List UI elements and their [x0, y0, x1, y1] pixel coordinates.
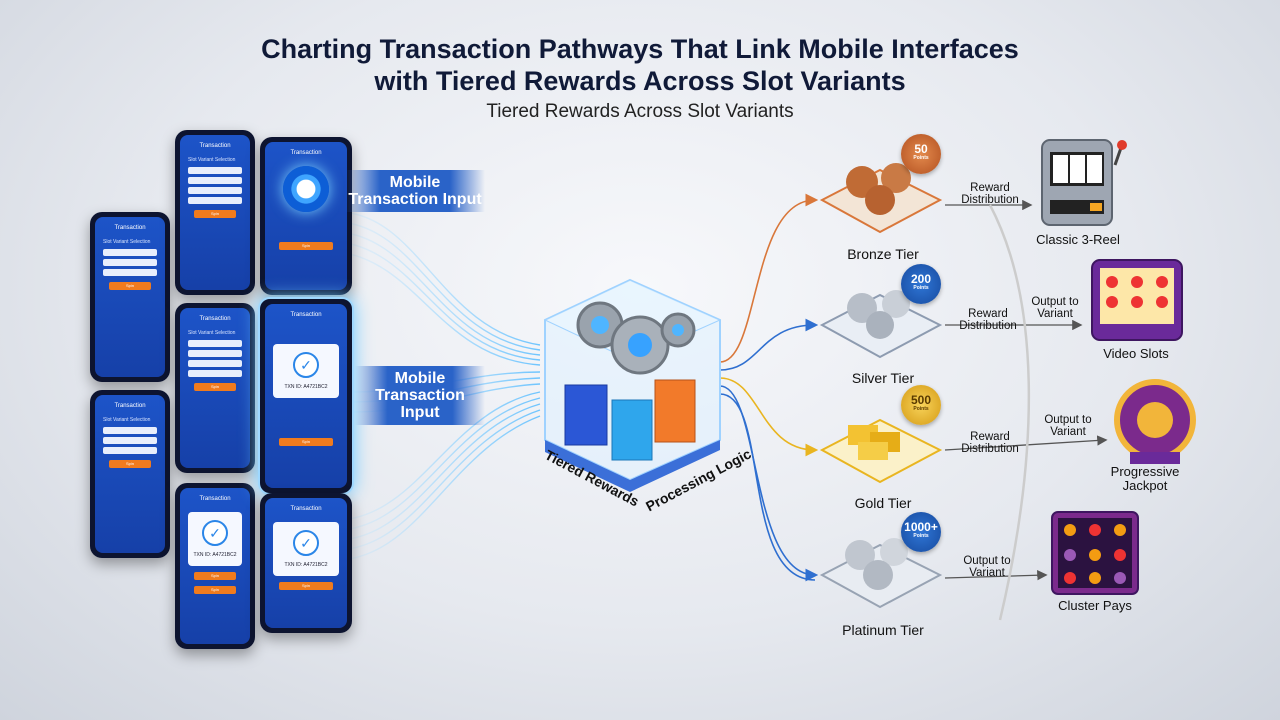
points-badge-platinum: 1000+ Points — [901, 512, 941, 552]
flow-label-gold: Reward Distribution — [961, 431, 1019, 455]
form-field[interactable] — [188, 197, 242, 204]
points-value: 1000+ — [904, 520, 938, 534]
phone-6: Transaction Spin — [260, 137, 352, 295]
spin-button[interactable]: Spin — [279, 582, 333, 590]
spin-button[interactable]: Spin — [194, 586, 236, 594]
form-field[interactable] — [188, 370, 242, 377]
points-badge-gold: 500 Points — [901, 385, 941, 425]
form-field[interactable] — [103, 249, 157, 256]
form-field[interactable] — [188, 360, 242, 367]
page-title-line-1: Charting Transaction Pathways That Link … — [261, 34, 1019, 64]
page-title-line-2: with Tiered Rewards Across Slot Variants — [374, 66, 906, 96]
phone-title: Transaction — [290, 150, 322, 156]
form-field[interactable] — [103, 269, 157, 276]
check-icon: ✓ — [293, 530, 319, 556]
phone-2: Transaction Slot Variant Selection Spin — [90, 390, 170, 558]
slot-label-progressive: Progressive Jackpot — [1110, 464, 1180, 493]
form-field[interactable] — [188, 340, 242, 347]
form-field[interactable] — [103, 427, 157, 434]
points-unit: Points — [913, 285, 929, 291]
mobile-input-label-top: Mobile Transaction Input — [345, 170, 485, 212]
form-field[interactable] — [103, 447, 157, 454]
phone-8: Transaction ✓ TXN ID: A4721BC2 Spin — [260, 493, 352, 633]
points-unit: Points — [913, 533, 929, 539]
phone-form-heading: Slot Variant Selection — [188, 157, 236, 163]
spin-button[interactable]: Spin — [194, 210, 236, 218]
phone-3: Transaction Slot Variant Selection Spin — [175, 130, 255, 295]
flow-label-video-slots: Output to Variant — [1031, 296, 1079, 320]
spin-button[interactable]: Spin — [194, 383, 236, 391]
confirmation-card: ✓ TXN ID: A4721BC2 — [188, 512, 242, 566]
points-unit: Points — [913, 155, 929, 161]
phone-title: Transaction — [199, 143, 231, 149]
page-subtitle: Tiered Rewards Across Slot Variants — [486, 101, 794, 122]
phone-5: Transaction ✓ TXN ID: A4721BC2 Spin Spin — [175, 483, 255, 649]
confirmation-card: ✓ TXN ID: A4721BC2 — [273, 522, 339, 576]
spin-button[interactable]: Spin — [279, 438, 333, 446]
slot-label-video: Video Slots — [1103, 346, 1169, 361]
form-field[interactable] — [188, 187, 242, 194]
check-icon: ✓ — [202, 520, 228, 546]
points-value: 200 — [910, 272, 932, 286]
check-icon: ✓ — [293, 352, 319, 378]
tier-label-bronze: Bronze Tier — [847, 246, 919, 262]
phone-form-heading: Slot Variant Selection — [103, 417, 151, 423]
phone-title: Transaction — [199, 316, 231, 322]
phone-4: Transaction Slot Variant Selection Spin — [175, 303, 255, 473]
phone-title: Transaction — [199, 496, 231, 502]
flow-label-progressive: Output to Variant — [1044, 414, 1092, 438]
gear-icon — [283, 166, 329, 212]
form-field[interactable] — [103, 259, 157, 266]
points-value: 500 — [910, 393, 932, 407]
slot-label-classic: Classic 3-Reel — [1036, 232, 1120, 247]
form-field[interactable] — [188, 167, 242, 174]
confirmation-card: ✓ TXN ID: A4721BC2 — [273, 344, 339, 398]
points-unit: Points — [913, 406, 929, 412]
form-field[interactable] — [103, 437, 157, 444]
spin-button[interactable]: Spin — [109, 460, 151, 468]
phone-form-heading: Slot Variant Selection — [103, 239, 151, 245]
processing-hub — [543, 278, 722, 492]
slot-label-cluster: Cluster Pays — [1058, 598, 1132, 613]
flow-label-bronze: Reward Distribution — [961, 182, 1019, 206]
phone-form-heading: Slot Variant Selection — [188, 330, 236, 336]
spin-button[interactable]: Spin — [109, 282, 151, 290]
tier-label-gold: Gold Tier — [854, 495, 912, 511]
tier-label-platinum: Platinum Tier — [842, 622, 924, 638]
spin-button[interactable]: Spin — [194, 572, 236, 580]
flow-label-platinum: Output to Variant — [963, 555, 1011, 579]
form-field[interactable] — [188, 177, 242, 184]
mobile-input-label-bottom: Mobile Transaction Input — [355, 366, 485, 425]
transaction-code: TXN ID: A4721BC2 — [193, 552, 237, 558]
points-value: 50 — [914, 142, 928, 156]
spin-button[interactable]: Spin — [279, 242, 333, 250]
tier-platforms — [819, 163, 943, 609]
phone-title: Transaction — [114, 403, 146, 409]
transaction-code: TXN ID: A4721BC2 — [284, 562, 328, 568]
points-badge-silver: 200 Points — [901, 264, 941, 304]
form-field[interactable] — [188, 350, 242, 357]
phone-1: Transaction Slot Variant Selection Spin — [90, 212, 170, 382]
phone-title: Transaction — [290, 506, 322, 512]
phone-title: Transaction — [114, 225, 146, 231]
phone-7: Transaction ✓ TXN ID: A4721BC2 Spin — [258, 297, 354, 495]
flow-label-silver: Reward Distribution — [959, 308, 1017, 332]
phone-title: Transaction — [290, 312, 322, 318]
tier-label-silver: Silver Tier — [851, 370, 915, 386]
transaction-code: TXN ID: A4721BC2 — [284, 384, 328, 390]
slot-machines — [1041, 139, 1196, 595]
points-badge-bronze: 50 Points — [901, 134, 941, 174]
